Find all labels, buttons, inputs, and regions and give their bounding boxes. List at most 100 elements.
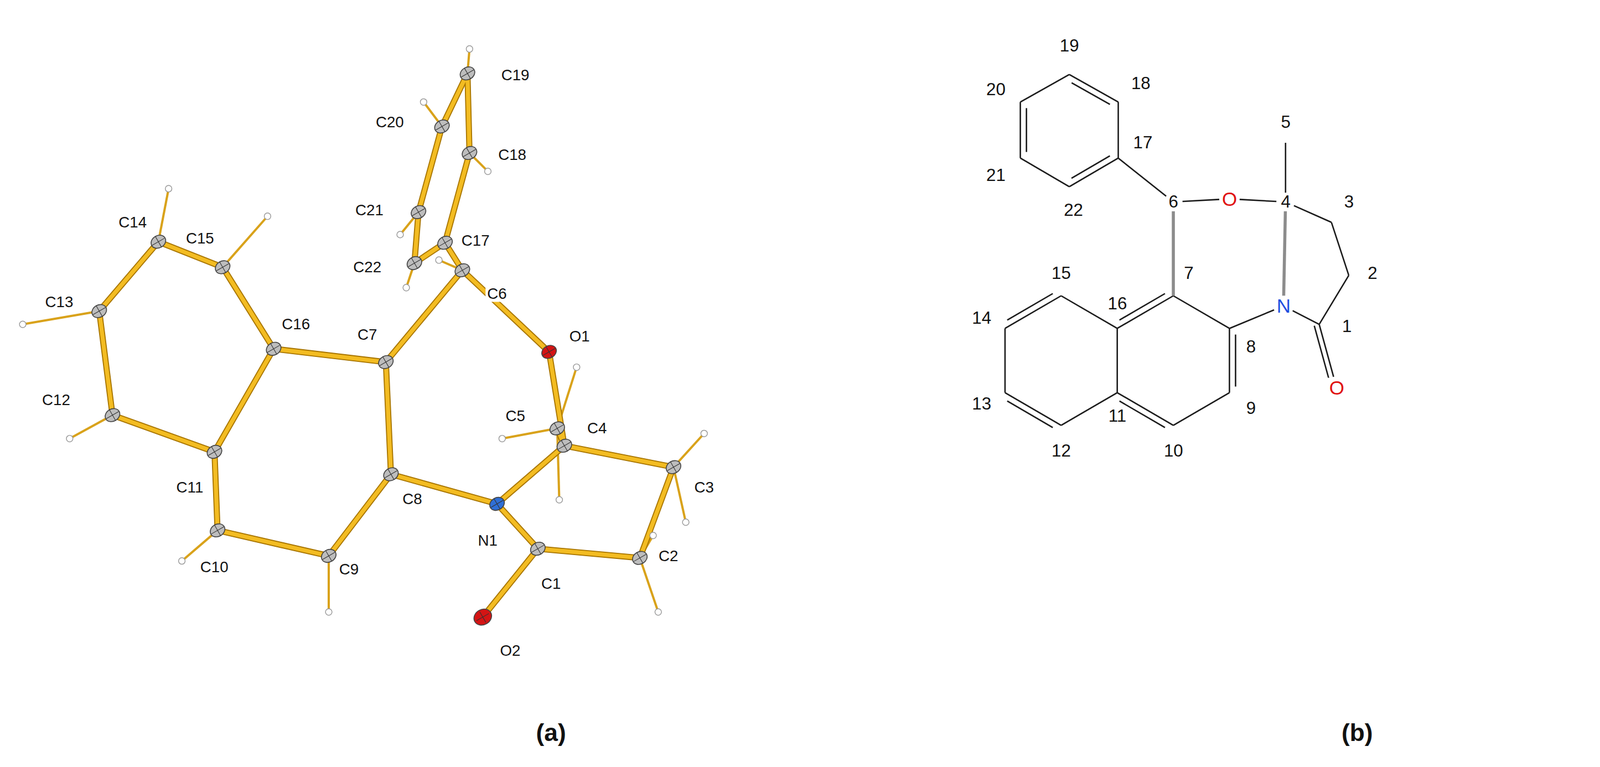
bond-outline <box>496 503 538 549</box>
atom-number: 16 <box>1106 294 1130 314</box>
hydrogen-atom <box>435 256 443 264</box>
single-bond <box>1069 158 1118 188</box>
atom-number: O <box>1220 188 1239 210</box>
ortep-structure <box>19 45 708 629</box>
principal-axes <box>453 261 472 279</box>
atom-label: C1 <box>539 575 563 592</box>
bond-outline <box>442 73 468 127</box>
single-bond <box>1239 199 1277 202</box>
double-bond-line <box>1071 83 1110 105</box>
atom-number: 6 <box>1167 193 1180 212</box>
atom-ellipsoid <box>630 549 650 568</box>
ellipsoid <box>554 436 574 455</box>
bond-outline <box>467 73 470 154</box>
atom-ellipsoid <box>404 254 424 273</box>
atom-number: 21 <box>984 166 1008 185</box>
hydrogen-bond <box>22 311 100 325</box>
bond-outline <box>444 152 470 243</box>
atom-ellipsoid <box>89 302 110 321</box>
single-bond <box>1019 101 1022 158</box>
line-structure <box>1005 74 1349 428</box>
principal-axes <box>103 406 122 424</box>
bond-outline <box>112 415 215 452</box>
hydrogen-bond <box>501 428 558 439</box>
atom-label: C22 <box>351 259 383 276</box>
atom-ellipsoid <box>263 339 284 359</box>
hydrogen-atom <box>465 45 473 53</box>
principal-axes <box>539 343 558 361</box>
ellipsoid <box>318 546 339 566</box>
atom-number: 2 <box>1365 264 1379 283</box>
atom-number: 14 <box>970 309 993 328</box>
ellipsoid <box>470 606 495 629</box>
principal-axes <box>208 521 227 540</box>
atom-label: C3 <box>692 479 716 496</box>
bond-outline <box>414 211 419 263</box>
atom-number: O <box>1327 377 1346 398</box>
atom-ellipsoid <box>148 232 169 251</box>
atom-label: C13 <box>43 293 76 310</box>
hydrogen-atom <box>165 185 173 193</box>
atom-number: 18 <box>1129 74 1153 93</box>
bond <box>444 152 470 243</box>
bond <box>99 241 159 312</box>
atom-ellipsoid <box>554 436 574 455</box>
atom-label: C17 <box>459 232 492 250</box>
ellipsoid <box>381 465 401 484</box>
ellipsoid <box>630 549 650 568</box>
bond-outline <box>418 126 442 213</box>
ellipsoid <box>404 254 424 273</box>
bond <box>462 270 550 352</box>
principal-axes <box>664 458 683 476</box>
single-bond <box>1228 328 1231 393</box>
bond-outline <box>496 445 565 504</box>
atom-ellipsoid <box>539 342 559 361</box>
atom-number: 13 <box>970 395 993 414</box>
single-bond <box>1293 205 1332 223</box>
ellipsoid <box>89 302 110 321</box>
bond-outline <box>482 549 538 618</box>
atom-ellipsoid <box>208 521 228 540</box>
atom-ellipsoid <box>213 257 233 277</box>
bond <box>112 415 215 452</box>
atom-number: 12 <box>1049 442 1073 461</box>
principal-axes <box>630 549 649 567</box>
bond-outline <box>99 241 159 312</box>
hydrogen-atom <box>484 168 492 175</box>
atom-ellipsoid <box>452 261 473 280</box>
single-bond <box>1020 158 1070 188</box>
bond <box>222 267 274 349</box>
ellipsoid <box>527 539 548 558</box>
ellipsoid <box>376 353 396 372</box>
bond-outline <box>222 267 274 349</box>
bond <box>442 73 468 127</box>
atom-label: C18 <box>496 147 528 164</box>
hydrogen-atom <box>420 98 428 106</box>
hydrogen-atom <box>264 213 272 220</box>
atom-number: 19 <box>1058 37 1081 56</box>
ellipsoid <box>435 233 455 252</box>
atom-label: C15 <box>184 230 216 247</box>
bond-outline <box>639 467 674 558</box>
ellipsoid <box>452 261 473 280</box>
single-bond <box>1182 199 1220 202</box>
principal-axes <box>408 203 428 221</box>
principal-axes <box>473 608 493 626</box>
bond <box>537 549 640 559</box>
single-bond <box>1117 101 1120 158</box>
ellipsoid <box>432 117 452 136</box>
bond <box>467 73 470 154</box>
principal-axes <box>458 64 477 83</box>
atom-number: N <box>1275 296 1293 317</box>
bond <box>564 445 674 468</box>
highlight-bond <box>1171 211 1175 297</box>
hydrogen-atom <box>556 496 563 504</box>
bond-outline <box>462 270 550 352</box>
hydrogen-atom <box>649 532 657 540</box>
bond <box>639 467 674 558</box>
double-bond-line <box>1007 401 1053 428</box>
principal-axes <box>148 232 168 251</box>
atom-label: C6 <box>485 285 509 302</box>
hydrogen-bond <box>158 188 169 242</box>
